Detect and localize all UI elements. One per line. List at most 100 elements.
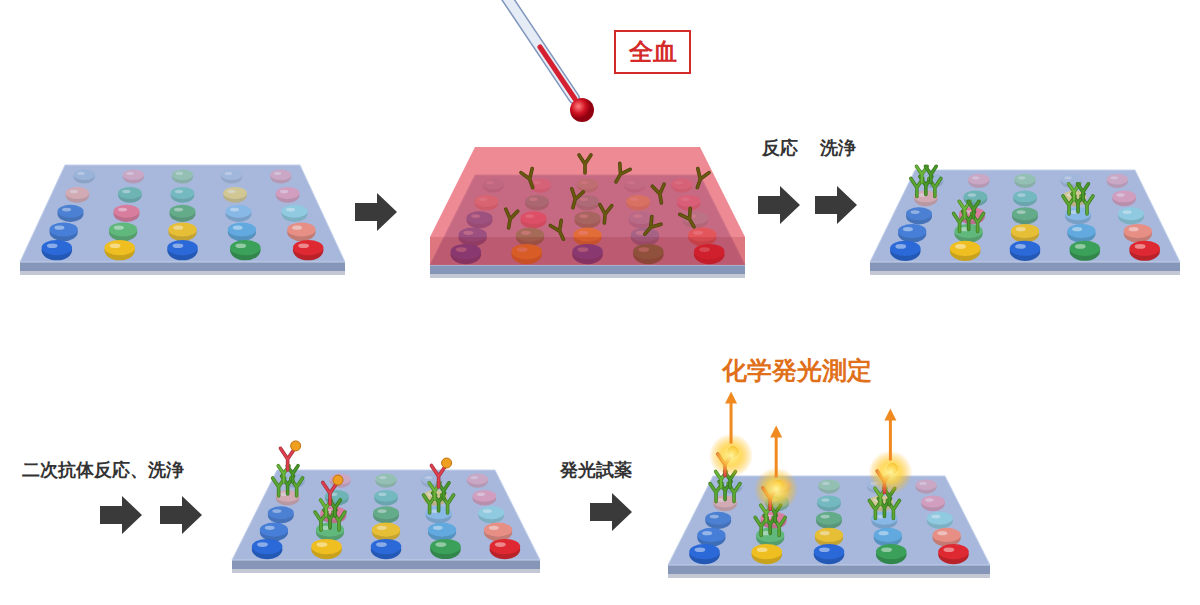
well-top	[1013, 191, 1037, 203]
floating-antibody	[579, 155, 591, 173]
well-top	[123, 169, 144, 180]
illustration-part	[611, 163, 630, 185]
well-top	[817, 496, 841, 508]
well-shine	[175, 190, 183, 194]
well-shine	[257, 542, 268, 547]
illustration-part	[431, 465, 445, 487]
light-arrow-head	[725, 392, 737, 404]
well	[123, 169, 144, 183]
well-shine	[292, 226, 302, 230]
well	[171, 187, 195, 203]
floating-antibody	[550, 220, 568, 241]
illustration-part	[579, 155, 591, 173]
well-top	[374, 490, 398, 502]
well-top	[818, 479, 839, 490]
antibody	[598, 205, 612, 224]
illustration-part	[567, 189, 583, 209]
well-top	[428, 523, 456, 537]
antibody	[611, 163, 630, 185]
well	[818, 479, 839, 493]
well-top	[226, 205, 252, 218]
antibody	[925, 166, 936, 182]
well	[950, 241, 981, 261]
well-top	[473, 490, 497, 502]
well	[172, 169, 193, 183]
well	[109, 222, 137, 241]
well-shine	[173, 243, 184, 248]
well-top	[170, 205, 196, 218]
sample-box: 全血	[614, 30, 691, 74]
well-top	[921, 496, 945, 508]
well	[372, 523, 400, 542]
well	[473, 490, 497, 506]
well-top	[938, 544, 969, 559]
antibody	[579, 155, 591, 173]
well	[228, 222, 256, 241]
well-top	[705, 512, 731, 525]
well	[1012, 207, 1038, 224]
microarray-plate	[668, 392, 990, 578]
antibody	[323, 483, 337, 505]
well-shine	[1135, 244, 1146, 249]
pipette-glass	[505, 0, 574, 98]
well-top	[372, 523, 400, 537]
step-arrow	[758, 186, 800, 224]
plate-side	[870, 262, 1180, 271]
well-shine	[436, 542, 447, 547]
well-shine	[695, 547, 706, 552]
well-top	[252, 539, 283, 554]
well	[814, 544, 845, 564]
illustration-part	[640, 216, 661, 238]
plate-bottom	[20, 271, 345, 275]
illustration-part	[652, 184, 667, 204]
well-shine	[1017, 210, 1026, 214]
well	[65, 187, 89, 203]
well	[484, 523, 512, 542]
illustration-part	[521, 169, 538, 190]
well-shine	[54, 226, 64, 230]
illustration-part	[550, 220, 568, 241]
well-shine	[1064, 176, 1072, 179]
illustration-part	[521, 169, 538, 190]
well-top	[816, 512, 842, 525]
well	[815, 528, 843, 547]
antibody	[521, 169, 538, 190]
well-shine	[1123, 210, 1132, 214]
well-top	[73, 169, 94, 180]
well-shine	[174, 208, 183, 212]
well-top	[1014, 174, 1035, 185]
illustration-part	[640, 216, 661, 238]
well-top	[104, 240, 135, 255]
plate-bottom	[870, 271, 1180, 275]
illustration-part	[968, 201, 979, 217]
pipette	[505, 0, 594, 122]
well-shine	[895, 244, 906, 249]
illustration-part	[611, 163, 630, 185]
well-shine	[1129, 227, 1139, 231]
well	[1067, 224, 1095, 243]
step-label: 反応	[762, 138, 798, 159]
well	[1070, 241, 1101, 261]
well-top	[42, 240, 73, 255]
well-shine	[919, 482, 927, 485]
well-top	[1010, 241, 1041, 256]
well	[921, 496, 945, 512]
floating-antibody	[598, 205, 612, 224]
illustration-part	[280, 448, 294, 470]
well-shine	[176, 172, 184, 175]
well-top	[373, 506, 399, 519]
well	[270, 169, 291, 183]
microarray-plate	[20, 165, 345, 275]
well	[168, 222, 196, 241]
well	[170, 205, 196, 222]
plate-side	[430, 265, 745, 274]
step-label: 洗浄	[820, 138, 856, 159]
well-top	[1070, 241, 1101, 256]
antibody	[692, 169, 709, 190]
light-arrow	[889, 419, 892, 461]
well-top	[311, 539, 342, 554]
well-top	[1129, 241, 1160, 256]
antibody	[503, 209, 518, 229]
